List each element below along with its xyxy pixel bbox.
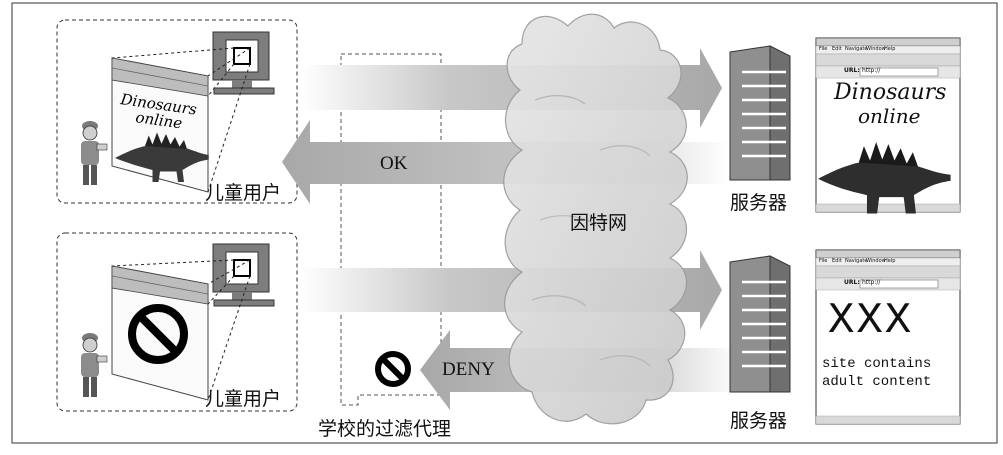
menu-help: Help bbox=[884, 258, 896, 264]
figure-frame bbox=[11, 2, 998, 444]
client-box-top bbox=[56, 19, 298, 204]
person-icon bbox=[81, 333, 108, 397]
server-label-bottom: 服务器 bbox=[730, 410, 788, 432]
browser-window-icon bbox=[815, 249, 961, 425]
url-value: http:// bbox=[862, 279, 881, 286]
dino-title-line2: online bbox=[858, 104, 921, 128]
menu-help: Help bbox=[884, 46, 896, 52]
url-value: http:// bbox=[862, 67, 881, 74]
menu-file: File bbox=[819, 46, 828, 52]
menu-window: Window bbox=[866, 258, 886, 264]
xxx-title: XXX bbox=[828, 296, 914, 346]
internet-label: 因特网 bbox=[570, 212, 628, 234]
client-box-bottom bbox=[56, 232, 298, 412]
menu-edit: Edit bbox=[832, 258, 842, 264]
projection-lines-top bbox=[111, 47, 251, 193]
prohibit-icon bbox=[128, 304, 188, 364]
menu-edit: Edit bbox=[832, 46, 842, 52]
monitor-icon bbox=[212, 243, 275, 307]
person-icon bbox=[81, 121, 108, 185]
proxy-box bbox=[340, 53, 442, 406]
adult-line-1: site contains bbox=[822, 356, 932, 372]
child-user-label-top: 儿童用户 bbox=[205, 182, 282, 204]
url-label: URL: bbox=[844, 67, 860, 74]
child-user-label-bottom: 儿童用户 bbox=[205, 388, 282, 410]
menu-navigate: Navigate bbox=[845, 258, 868, 264]
cloud-icon bbox=[503, 13, 688, 425]
server-label-top: 服务器 bbox=[730, 192, 788, 214]
dino-title-line1: Dinosaurs bbox=[834, 80, 947, 105]
ok-label: OK bbox=[380, 153, 408, 174]
projection-lines-bottom bbox=[111, 259, 251, 401]
url-label: URL: bbox=[844, 279, 860, 286]
dinosaur-icon bbox=[818, 142, 951, 214]
deny-label: DENY bbox=[442, 359, 495, 380]
menu-file: File bbox=[819, 258, 828, 264]
menu-window: Window bbox=[866, 46, 886, 52]
menu-navigate: Navigate bbox=[845, 46, 868, 52]
monitor-icon bbox=[212, 31, 275, 95]
adult-line-2: adult content bbox=[822, 374, 932, 390]
dinosaur-icon bbox=[115, 132, 209, 182]
server-icon bbox=[729, 255, 791, 393]
proxy-label: 学校的过滤代理 bbox=[318, 418, 452, 440]
server-icon bbox=[729, 45, 791, 181]
prohibit-icon bbox=[375, 351, 411, 387]
